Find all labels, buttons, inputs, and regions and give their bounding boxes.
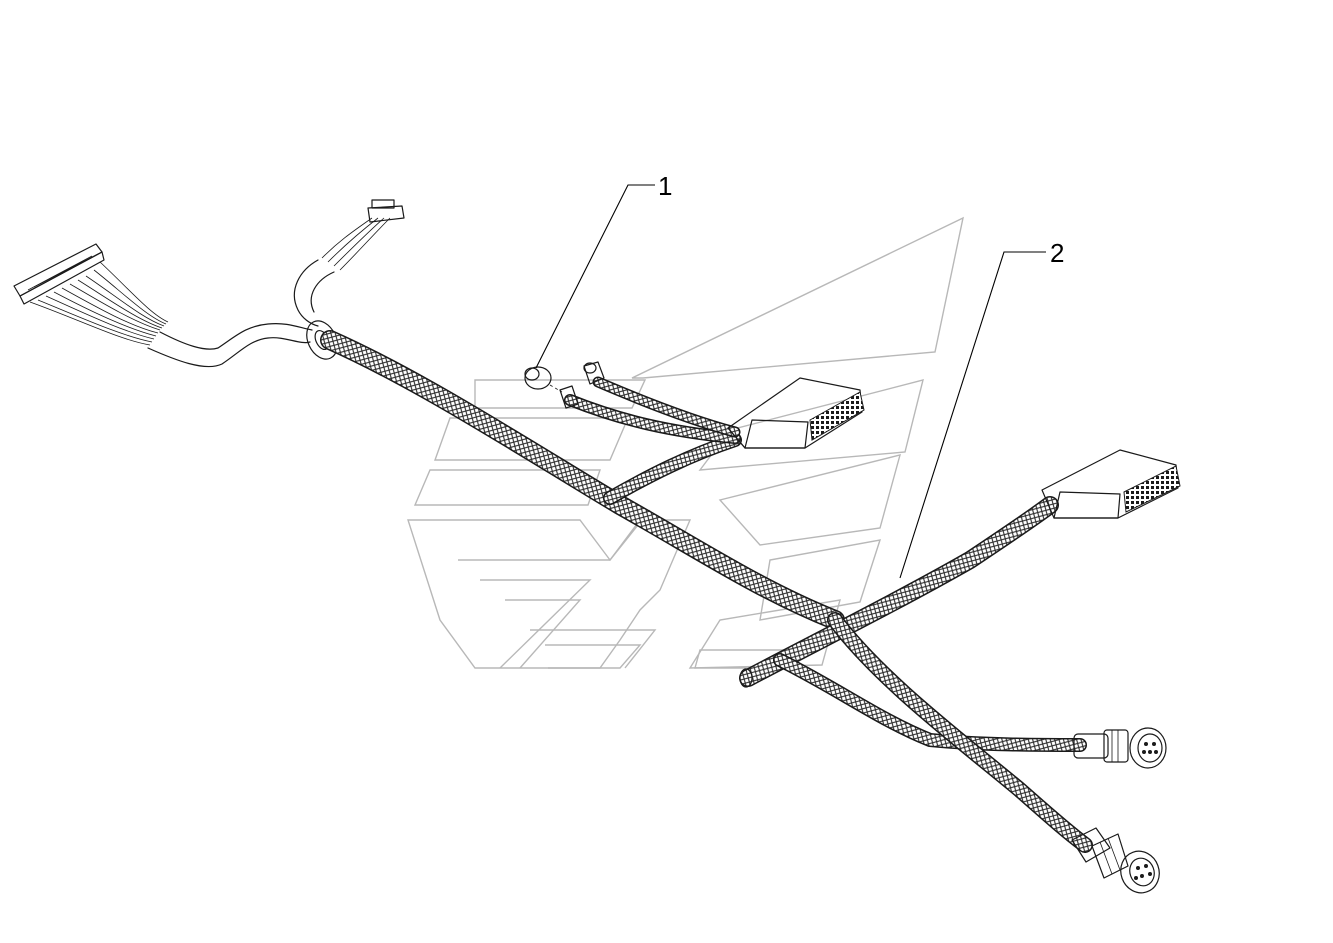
flat-connector-top-right — [727, 377, 865, 449]
small-connector-top — [293, 199, 405, 327]
ribbon-connector-left — [13, 243, 169, 346]
braided-harness-main — [320, 330, 845, 630]
flat-connector-lower-right — [1041, 449, 1181, 519]
callout-1: 1 — [535, 171, 672, 369]
round-connector-lower — [1071, 827, 1160, 894]
callout-2: 2 — [899, 238, 1064, 579]
braided-branch-upper — [564, 376, 742, 505]
sheath-cable-left — [147, 323, 313, 368]
round-connector-upper — [1073, 727, 1167, 769]
terminal-cap-item-1 — [524, 361, 605, 409]
braided-harness-lower — [739, 496, 1059, 688]
braided-branch-round-connectors — [773, 612, 1093, 853]
callout-2-label: 2 — [1050, 238, 1064, 268]
callout-1-label: 1 — [658, 171, 672, 201]
